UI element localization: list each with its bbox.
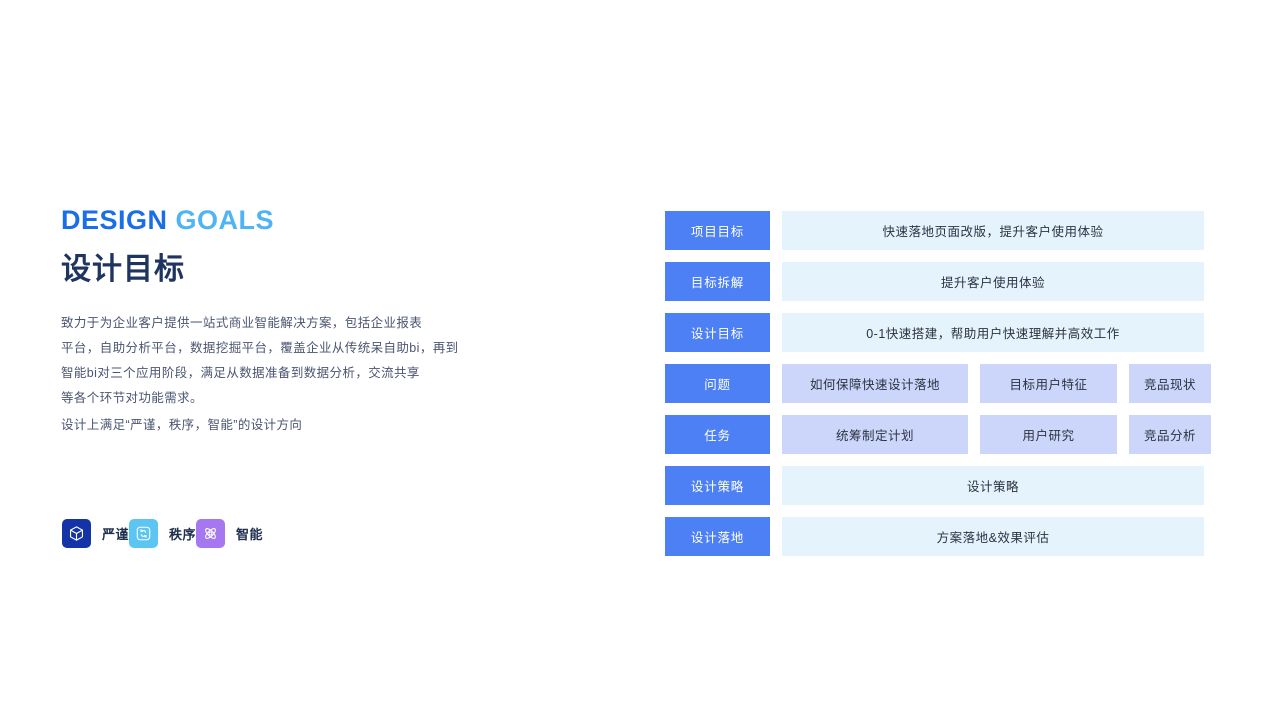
matrix-cell[interactable]: 快速落地页面改版，提升客户使用体验: [782, 211, 1204, 250]
keyword-badge-group: 严谨 秩序: [62, 519, 263, 548]
matrix-cell[interactable]: 提升客户使用体验: [782, 262, 1204, 301]
matrix-row-cells: 快速落地页面改版，提升客户使用体验: [782, 211, 1204, 250]
keyword-badge-label: 严谨: [102, 527, 130, 542]
goal-breakdown-matrix: 项目目标 快速落地页面改版，提升客户使用体验 目标拆解 提升客户使用体验 设计目…: [665, 211, 1211, 556]
matrix-row-cells: 统筹制定计划 用户研究 竞品分析: [782, 415, 1211, 454]
matrix-row-label[interactable]: 设计策略: [665, 466, 770, 505]
matrix-cell[interactable]: 统筹制定计划: [782, 415, 968, 454]
atom-icon-tile: [196, 519, 226, 548]
sync-icon-tile: [129, 519, 159, 548]
matrix-row-cells: 0-1快速搭建，帮助用户快速理解并高效工作: [782, 313, 1204, 352]
eyebrow-word-goals: GOALS: [175, 205, 275, 235]
matrix-row: 设计策略 设计策略: [665, 466, 1204, 505]
matrix-row: 目标拆解 提升客户使用体验: [665, 262, 1204, 301]
matrix-row-cells: 设计策略: [782, 466, 1204, 505]
matrix-row-label[interactable]: 设计目标: [665, 313, 770, 352]
matrix-row-cells: 如何保障快速设计落地 目标用户特征 竞品现状: [782, 364, 1211, 403]
eyebrow-title: DESIGN GOALS: [61, 205, 531, 236]
matrix-cell[interactable]: 设计策略: [782, 466, 1204, 505]
paragraph-line: 致力于为企业客户提供一站式商业智能解决方案，包括企业报表: [61, 316, 423, 331]
cube-icon-tile: [62, 519, 91, 548]
description-paragraph: 致力于为企业客户提供一站式商业智能解决方案，包括企业报表 平台，自助分析平台，数…: [61, 311, 531, 438]
matrix-row: 设计落地 方案落地&效果评估: [665, 517, 1204, 556]
matrix-cell[interactable]: 方案落地&效果评估: [782, 517, 1204, 556]
matrix-cell[interactable]: 竞品分析: [1129, 415, 1211, 454]
matrix-row-cells: 方案落地&效果评估: [782, 517, 1204, 556]
sync-icon: [135, 525, 152, 542]
matrix-cell[interactable]: 目标用户特征: [980, 364, 1117, 403]
matrix-cell[interactable]: 0-1快速搭建，帮助用户快速理解并高效工作: [782, 313, 1204, 352]
matrix-row-label[interactable]: 问题: [665, 364, 770, 403]
matrix-row-cells: 提升客户使用体验: [782, 262, 1204, 301]
paragraph-line: 设计上满足“严谨，秩序，智能”的设计方向: [61, 418, 303, 433]
atom-icon: [202, 525, 219, 542]
page-title: 设计目标: [61, 252, 185, 286]
keyword-badge-label: 智能: [236, 527, 264, 542]
matrix-row-label[interactable]: 项目目标: [665, 211, 770, 250]
paragraph-line: 平台，自助分析平台，数据挖掘平台，覆盖企业从传统呆自助bi，再到: [61, 341, 459, 356]
matrix-row: 问题 如何保障快速设计落地 目标用户特征 竞品现状: [665, 364, 1211, 403]
cube-icon: [68, 525, 85, 542]
keyword-badge-zhineng[interactable]: 智能: [196, 519, 263, 548]
matrix-cell[interactable]: 竞品现状: [1129, 364, 1211, 403]
keyword-badge-label: 秩序: [169, 527, 197, 542]
matrix-cell[interactable]: 用户研究: [980, 415, 1117, 454]
matrix-row: 设计目标 0-1快速搭建，帮助用户快速理解并高效工作: [665, 313, 1204, 352]
matrix-row-label[interactable]: 设计落地: [665, 517, 770, 556]
eyebrow-word-design: DESIGN: [61, 205, 168, 235]
matrix-row: 任务 统筹制定计划 用户研究 竞品分析: [665, 415, 1211, 454]
left-content-column: DESIGN GOALS 设计目标 致力于为企业客户提供一站式商业智能解决方案，…: [61, 205, 531, 438]
matrix-cell[interactable]: 如何保障快速设计落地: [782, 364, 968, 403]
keyword-badge-zhixu[interactable]: 秩序: [129, 519, 196, 548]
paragraph-line: 等各个环节对功能需求。: [61, 391, 203, 406]
matrix-row-label[interactable]: 任务: [665, 415, 770, 454]
matrix-row-label[interactable]: 目标拆解: [665, 262, 770, 301]
keyword-badge-yanjin[interactable]: 严谨: [62, 519, 129, 548]
paragraph-line: 智能bi对三个应用阶段，满足从数据准备到数据分析，交流共享: [61, 366, 420, 381]
matrix-row: 项目目标 快速落地页面改版，提升客户使用体验: [665, 211, 1204, 250]
